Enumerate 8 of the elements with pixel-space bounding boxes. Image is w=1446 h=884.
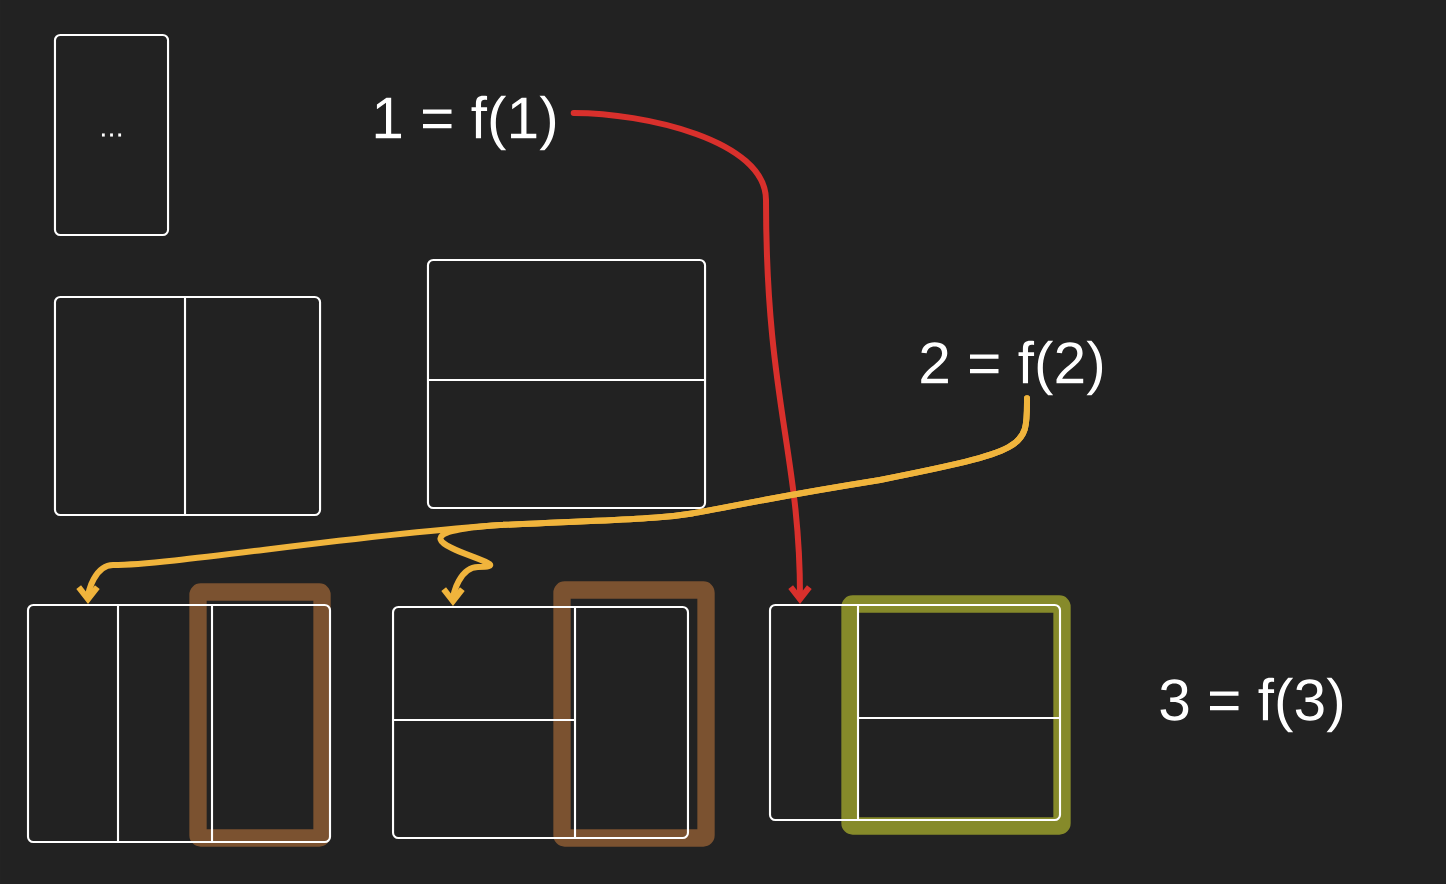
tiling-box bbox=[53, 295, 322, 517]
arrow bbox=[437, 395, 1030, 606]
formula-text: 3 = f(3) bbox=[1160, 677, 1343, 733]
tile-box: ... bbox=[53, 33, 170, 237]
formula-text: 1 = f(1) bbox=[375, 95, 556, 151]
arrow bbox=[570, 110, 812, 604]
formula-text: 2 = f(2) bbox=[921, 340, 1103, 396]
tiling-box bbox=[426, 258, 707, 510]
